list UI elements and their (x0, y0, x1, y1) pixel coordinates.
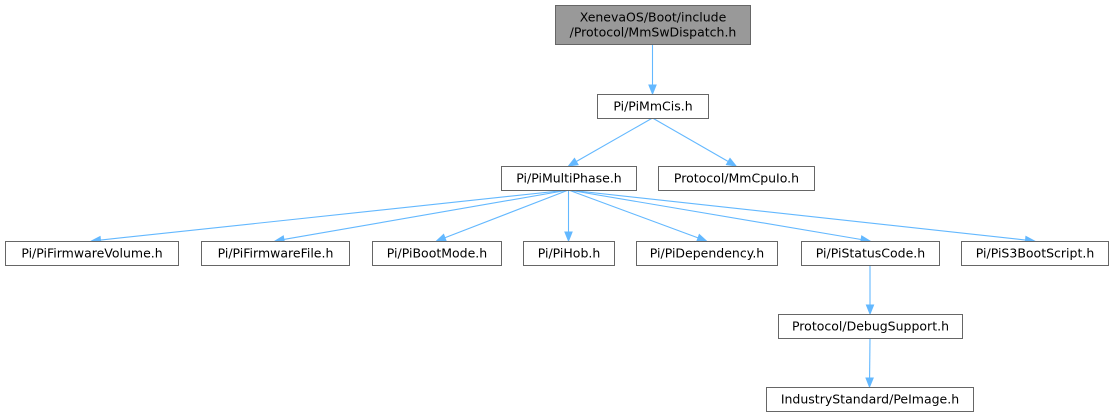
edge-line (100, 189, 569, 241)
node-label: Pi/PiFirmwareVolume.h (21, 246, 162, 261)
node-label: Pi/PiS3BootScript.h (976, 246, 1095, 261)
edge-multiphase-to-s3boot (568, 189, 1036, 245)
node-label: Pi/PiDependency.h (650, 246, 764, 261)
arrowhead (435, 233, 447, 242)
node-hob[interactable]: Pi/PiHob.h (523, 241, 615, 266)
edge-multiphase-to-hob (564, 190, 573, 243)
arrowhead (567, 157, 579, 167)
edge-line (444, 189, 569, 239)
arrowhead (564, 231, 573, 243)
node-statuscode[interactable]: Pi/PiStatusCode.h (801, 241, 940, 266)
node-box (372, 241, 502, 266)
edge-line (568, 189, 699, 239)
node-s3boot[interactable]: Pi/PiS3BootScript.h (961, 241, 1109, 266)
node-dependency[interactable]: Pi/PiDependency.h (636, 241, 778, 266)
node-label: IndustryStandard/PeImage.h (781, 392, 959, 407)
arrowhead (725, 157, 738, 167)
edge-multiphase-to-bootmode (435, 189, 569, 242)
dependency-nodes: XenevaOS/Boot/include/Protocol/MmSwDispa… (5, 5, 1109, 412)
node-label: Pi/PiBootMode.h (387, 246, 487, 261)
node-label: Pi/PiHob.h (538, 246, 601, 261)
arrowhead (648, 84, 657, 96)
node-box (555, 5, 751, 45)
edge-mmcis-to-mmcpuio (652, 117, 738, 167)
node-debugsupport[interactable]: Protocol/DebugSupport.h (778, 314, 963, 339)
node-box (961, 241, 1109, 266)
node-label: XenevaOS/Boot/include (580, 10, 727, 25)
edge-line (576, 117, 653, 163)
edge-line (568, 189, 1026, 241)
node-mmcis[interactable]: Pi/PiMmCis.h (597, 94, 709, 119)
node-label: Pi/PiFirmwareFile.h (218, 246, 334, 261)
node-multiphase[interactable]: Pi/PiMultiPhase.h (501, 166, 637, 191)
node-box (5, 241, 179, 266)
arrowhead (865, 377, 874, 389)
node-box (201, 241, 350, 266)
node-fwfile[interactable]: Pi/PiFirmwareFile.h (201, 241, 350, 266)
node-box (658, 166, 815, 191)
edge-multiphase-to-statuscode (568, 189, 872, 244)
node-box (801, 241, 940, 266)
node-label: Pi/PiMultiPhase.h (516, 171, 621, 186)
node-label: /Protocol/MmSwDispatch.h (570, 25, 737, 40)
node-box (523, 241, 615, 266)
edge-root-to-mmcis (648, 44, 657, 96)
edge-line (568, 189, 862, 241)
node-root[interactable]: XenevaOS/Boot/include/Protocol/MmSwDispa… (555, 5, 751, 45)
node-peimage[interactable]: IndustryStandard/PeImage.h (766, 387, 974, 412)
node-fwvol[interactable]: Pi/PiFirmwareVolume.h (5, 241, 179, 266)
edge-multiphase-to-fwvol (90, 189, 569, 245)
node-box (597, 94, 709, 119)
edge-line (283, 189, 569, 241)
edge-statuscode-to-debugsupport (865, 265, 875, 316)
node-label: Protocol/MmCpuIo.h (674, 171, 799, 186)
edge-mmcis-to-multiphase (567, 117, 653, 167)
node-box (501, 166, 637, 191)
node-label: Protocol/DebugSupport.h (792, 319, 949, 334)
node-box (636, 241, 778, 266)
node-box (778, 314, 963, 339)
edge-debugsupport-to-peimage (865, 337, 874, 389)
arrowhead (696, 233, 708, 242)
node-label: Pi/PiMmCis.h (613, 99, 692, 114)
node-label: Pi/PiStatusCode.h (816, 246, 925, 261)
arrowhead (865, 304, 875, 316)
node-bootmode[interactable]: Pi/PiBootMode.h (372, 241, 502, 266)
node-mmcpuio[interactable]: Protocol/MmCpuIo.h (658, 166, 815, 191)
node-box (766, 387, 974, 412)
edge-line (652, 117, 729, 162)
